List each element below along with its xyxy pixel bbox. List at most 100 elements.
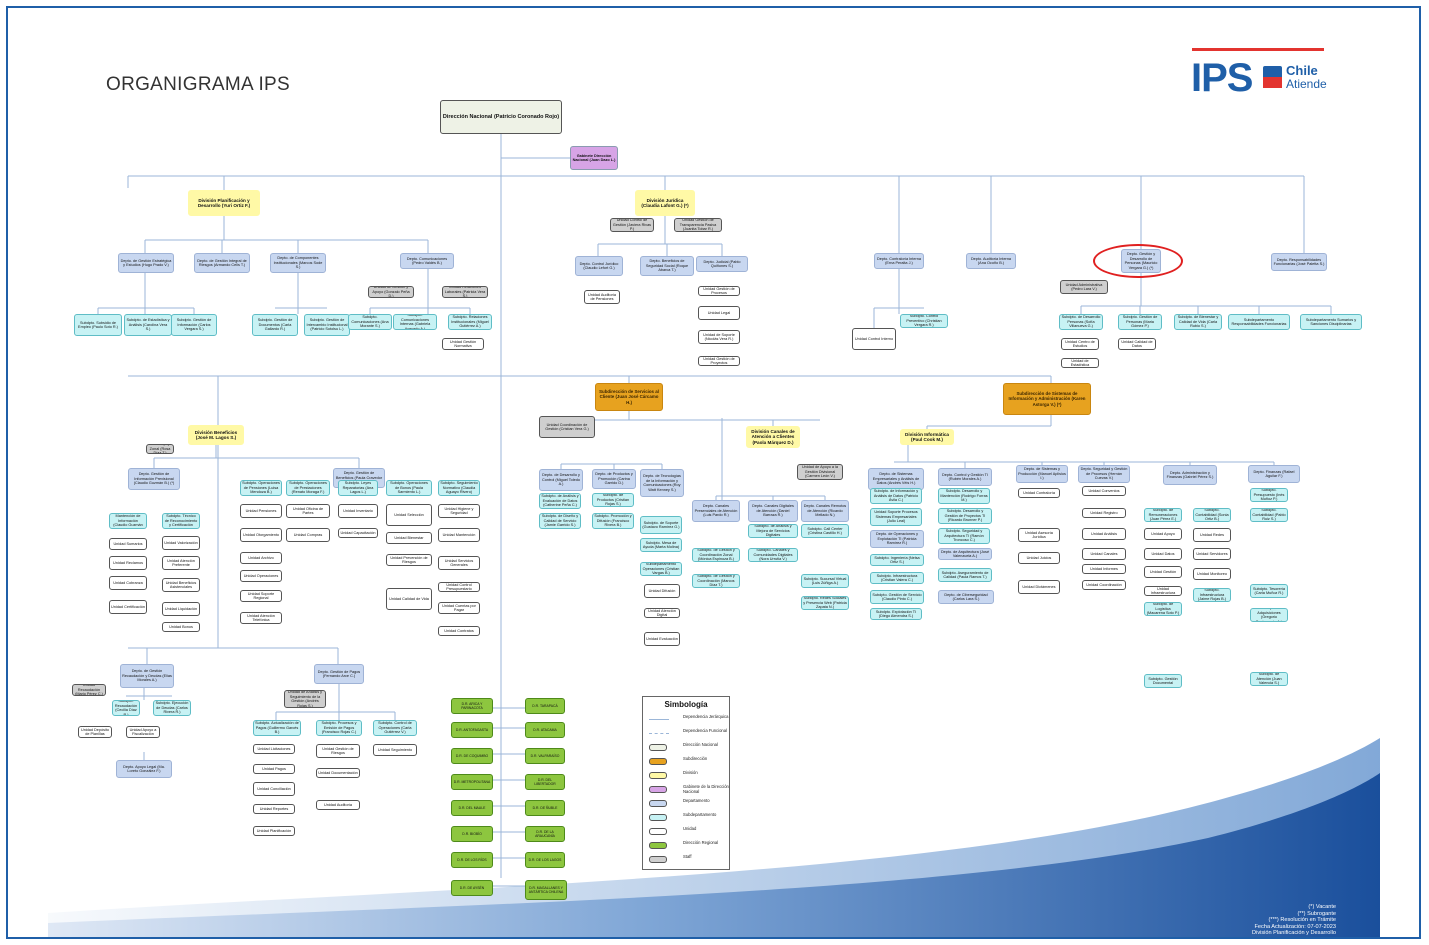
org-node-dadm: Depto. Administración y Finanzas (Gabrie… (1163, 465, 1217, 485)
org-node-dgrd: Depto. de Gestión Recaudación y Deudas (… (120, 664, 174, 688)
org-node-s28: Subdpto. de Diseño y Calidad de Servicio… (539, 513, 581, 529)
org-node-sdpro: Subdpto. Desarrollo y Mantención (Rodrig… (938, 488, 990, 504)
org-node-dges: Depto. de Gestión Estratégica y Estudios… (118, 253, 174, 273)
org-node-sdarq: Depto. de Arquitectura (José Valenzuela … (938, 548, 992, 560)
org-node-sdciber: Depto. de Ciberseguridad (Carlos Lara S.… (938, 590, 994, 604)
org-node-st1: Unidad Control de Gestión (Javiera Rivas… (610, 218, 654, 232)
org-node-u27: Unidad Atención Telefónica (240, 612, 282, 624)
org-node-u50: Unidad Seguimiento (373, 744, 417, 756)
org-node-u1: Unidad Auditoría de Pensiones (584, 290, 620, 304)
legend-line-swatch (649, 719, 669, 720)
legend-label: Unidad (683, 826, 697, 831)
org-node-u23: Unidad Otorgamiento (240, 528, 282, 542)
org-node-u48: Unidad Documentación (316, 768, 360, 778)
org-node-s46: Subdpto. Contabilidad (Pablo Ruiz S.) (1250, 508, 1288, 522)
footnotes: (*) Vacante(**) Subrogante(***) Resoluci… (1220, 904, 1336, 937)
footnote-line: (*) Vacante (1308, 904, 1336, 910)
highlight-circle (1093, 244, 1183, 278)
org-node-u35: Unidad Calidad de Vida (386, 588, 432, 610)
org-node-s49: Subdpto. Gestión Documental (1144, 674, 1182, 688)
org-node-s3: Subdpto. Gestión de Información (Carlos … (171, 314, 217, 336)
org-node-dcan: División Canales de Atención a Clientes … (746, 426, 800, 448)
org-node-u26: Unidad Soporte Regional (240, 590, 282, 602)
org-node-dben: División Beneficios (José M. Lagos S.) (188, 425, 244, 445)
ips-logo: IPS Chile Atiende (1191, 48, 1327, 108)
org-node-u62: Unidad Informes (1082, 564, 1126, 574)
org-node-dr8: D.R. DEL LIBERTADOR (525, 774, 565, 790)
legend-label: Departamento (683, 798, 710, 803)
org-node-dr16: D.R. MAGALLANES Y ANTÁRTICA CHILENA (525, 880, 567, 900)
org-node-dcomu: Depto. Comunicaciones (Pedro Valdés B.) (400, 253, 454, 269)
org-node-u63: Unidad Coordinación (1082, 580, 1126, 590)
org-node-u52: Unidad Atención Digital (644, 608, 680, 618)
org-node-u53: Unidad Evaluación (644, 632, 680, 646)
org-node-u8: Unidad de Estadística (1061, 358, 1099, 368)
org-node-u7: Unidad Centro de Estudios (1061, 338, 1099, 350)
org-node-djur: División Jurídica (Claudia Lafont G.) (*… (635, 190, 695, 216)
footnote-line: Fecha Actualización: 07-07-2023 (1254, 923, 1336, 930)
org-node-s11: Subdpto. Gestión de Personas (Maria Góme… (1118, 314, 1162, 330)
org-node-s48: Subdpto. Adquisiciones (Gregorio Bustama… (1250, 608, 1288, 622)
org-node-s22: Subdpto. Recaudación (Cecilia Díaz R.) (112, 700, 140, 716)
org-node-s16: Subdpto. Técnico de Reconocimiento y Cer… (162, 513, 200, 529)
legend-line-swatch (649, 733, 669, 734)
org-node-s31: Subdpto. de Soporte (Gustavo Ramírez G.) (640, 516, 682, 534)
org-node-s30: Subdpto. Promoción y Difusión (Francisco… (592, 513, 634, 529)
org-node-u28: Unidad Oficina de Partes (286, 504, 330, 518)
org-node-u30: Unidad Inventario (338, 504, 378, 518)
org-node-u10: Unidad Depósito de Planillas (78, 726, 112, 738)
legend-title: Simbología (664, 700, 708, 709)
page-title: ORGANIGRAMA IPS (106, 74, 290, 95)
org-node-dn: Dirección Nacional (Patricio Coronado Ro… (440, 100, 562, 134)
org-node-ssia: Subdirección de Sistemas de Información … (1003, 383, 1091, 415)
org-node-u38: Unidad Servicios Generales (438, 556, 480, 570)
org-node-s27: Subdpto. de Análisis y Evaluación de Dat… (539, 493, 581, 509)
org-node-dsi: Depto. de Sistemas y Producción (Manuel … (1016, 465, 1068, 483)
org-node-u43: Unidad Pagos (253, 764, 295, 774)
org-node-dr12: D.R. DE LA ARAUCANÍA (525, 826, 565, 842)
legend-swatch (649, 758, 667, 765)
org-node-s23: Subdpto. Ejecución de Deudas (Carlos Riv… (153, 700, 191, 716)
org-node-u45: Unidad Reportes (253, 804, 295, 814)
org-node-dgip: Depto. Gestión de Información Previsiona… (128, 468, 180, 490)
org-node-s35: Subdpto. de Análisis y Mejora de Servici… (748, 524, 798, 538)
org-node-st7: Unidad Recaudación (Mario Pérez C.) (72, 684, 106, 696)
org-node-s2: Subdpto. de Estadística y Análisis (Caro… (124, 314, 172, 336)
org-node-s36: Subdpto. Canales y Comunidades Digitales… (748, 548, 798, 562)
legend-label: Subdepartamento (683, 812, 717, 817)
org-node-s8: Subdpto. Relaciones Institucionales (Mig… (448, 314, 492, 330)
org-node-dr5: D.R. DE COQUIMBO (451, 748, 493, 764)
org-node-u6: Unidad Control Interno (852, 328, 896, 350)
org-node-s19: Subdpto. Leyes Reparatorias (Ana Lagos L… (338, 480, 378, 496)
org-node-u19: Unidad Beneficios Asistenciales (162, 578, 200, 592)
org-node-u18: Unidad Atención Preferente (162, 556, 200, 570)
logo-atiende-text: Atiende (1286, 77, 1327, 91)
org-node-st4: Unidad de Gestión y Apoyo (Gonzalo Peña … (368, 286, 414, 298)
org-node-s44: Subdpto. Infraestructura (Jaime Rojas B.… (1193, 588, 1231, 602)
legend-label: Dirección Regional (683, 840, 719, 845)
org-node-s32: Subdpto. Mesa de Ayuda (Marta Molina) (640, 538, 682, 552)
org-node-dr3: D.R. ANTOFAGASTA (451, 722, 493, 738)
org-node-u5: Unidad Gestión de Proyectos (698, 356, 740, 366)
org-node-s29: Subdpto. de Productos (Cristian Rojas S.… (592, 493, 634, 507)
org-node-st5: Unidad Relaciones Laborales (Patricia Ve… (442, 286, 488, 298)
org-node-s45: Subdpto. Presupuesto (Inés Muñoz P.) (1250, 488, 1288, 502)
org-node-u40: Unidad Cuentas por Pagar (438, 602, 480, 614)
org-node-u2: Unidad Gestión de Procesos (698, 286, 740, 296)
org-node-sdinf2: Subdpto. Infraestructura (Cristian Valer… (870, 572, 924, 584)
org-node-u55: Unidad Asesoría Jurídica (1018, 528, 1060, 542)
org-node-u60: Unidad Análisis (1082, 528, 1126, 540)
org-node-s37: Subdpto. de Gestión y Coordinación (Marc… (692, 574, 740, 588)
org-node-dr1: D.R. ARICA Y PARINACOTA (451, 698, 493, 714)
org-node-st8: Unidad de Análisis y Seguimiento de la G… (284, 690, 326, 708)
org-node-u4: Unidad de Soporte (Nicolás Vera R.) (698, 330, 740, 344)
legend-label: Dependencia Funcional (683, 728, 727, 733)
org-node-u69: Unidad Servidores (1193, 548, 1231, 560)
org-node-dr15: D.R. DE AYSÉN (451, 880, 493, 896)
logo-ips-text: IPS (1191, 56, 1253, 100)
org-node-u34: Unidad Prevención de Riesgos (386, 554, 432, 566)
org-node-s10: Subdpto. de Desarrollo Personas (Sofía V… (1059, 314, 1103, 330)
org-node-ssc: Subdirección de Servicios al Cliente (Ju… (595, 383, 663, 411)
org-node-ucg: Unidad Coordinación de Gestión (Cristian… (539, 416, 595, 438)
org-node-u11: Unidad Apoyo a Fiscalización (126, 726, 160, 738)
